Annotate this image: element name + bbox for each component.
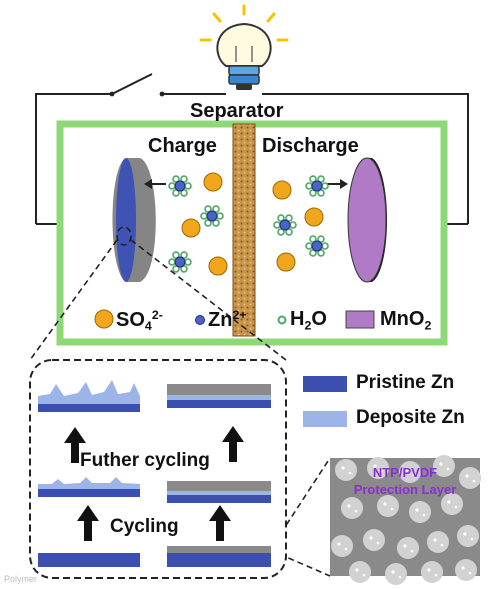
arrow-up-icon — [209, 505, 231, 541]
arrow-up-icon — [77, 505, 99, 541]
zn-legend-label: Zn2+ — [208, 308, 247, 331]
arrow-up-icon — [64, 427, 86, 463]
deposite-zn-swatch — [303, 411, 347, 427]
deposite-zn-label: Deposite Zn — [356, 407, 465, 428]
ntp-particle — [377, 495, 399, 517]
cycling-label: Cycling — [110, 516, 179, 537]
ntp-particle — [433, 455, 455, 477]
protection-layer-label: NTP/PVDF Protection Layer — [353, 465, 457, 497]
charge-label: Charge — [148, 135, 217, 157]
so4-legend-label: SO42- — [116, 308, 163, 334]
ntp-particle — [399, 461, 421, 483]
discharge-label: Discharge — [262, 135, 359, 157]
h2o-legend-marker — [277, 315, 287, 325]
protected-zn-strip-bottom — [167, 546, 271, 567]
so4-ion — [181, 218, 201, 238]
ntp-particle — [367, 457, 389, 479]
ntp-particle — [421, 561, 443, 583]
ntp-particle — [441, 493, 463, 515]
hydrated-zn-ion — [168, 251, 192, 273]
protected-zn-strip-top — [167, 384, 271, 408]
zn-legend-marker — [195, 315, 205, 325]
ntp-particle — [427, 531, 449, 553]
hydrated-zn-ion — [168, 175, 192, 197]
h2o-legend-label: H2O — [290, 308, 327, 333]
light-bulb-icon — [199, 4, 289, 90]
dendrite-zn-strip-middle — [38, 477, 140, 497]
watermark: Polymer — [4, 574, 38, 584]
mno2-legend-label: MnO2 — [380, 308, 432, 333]
so4-ion — [208, 256, 228, 276]
mno2-cathode — [347, 157, 387, 283]
ntp-particle — [459, 467, 481, 489]
so4-ion — [203, 172, 223, 192]
so4-ion — [304, 207, 324, 227]
mno2-legend-marker — [345, 310, 375, 329]
hydrated-zn-ion — [273, 214, 297, 236]
external-circuit — [35, 93, 469, 225]
hydrated-zn-ions — [168, 175, 329, 273]
ntp-particle — [349, 561, 371, 583]
ntp-particle — [341, 497, 363, 519]
ntp-particle — [455, 559, 477, 581]
ntp-particle — [385, 563, 407, 585]
separator — [232, 123, 256, 337]
protection-particles — [331, 455, 481, 585]
so4-ion — [276, 252, 296, 272]
protected-zn-strip-middle — [167, 481, 271, 503]
hydrated-zn-ion — [305, 235, 329, 257]
pristine-zn-label: Pristine Zn — [356, 372, 455, 393]
ntp-particle — [335, 459, 357, 481]
ntp-particle — [363, 529, 385, 551]
arrow-up-icon — [222, 426, 244, 462]
ntp-particle — [457, 525, 479, 547]
separator-label: Separator — [190, 100, 284, 122]
zn-anode — [112, 158, 156, 282]
ntp-particle — [331, 535, 353, 557]
hydrated-zn-ion — [200, 205, 224, 227]
so4-legend-marker — [94, 309, 114, 329]
so4-ion — [272, 180, 292, 200]
ntp-particle — [397, 537, 419, 559]
arrow-left-icon — [144, 179, 166, 189]
further-cycling-label: Futher cycling — [80, 450, 210, 471]
hydrated-zn-ion — [305, 175, 329, 197]
so4-ions — [181, 172, 324, 276]
pristine-zn-swatch — [303, 376, 347, 392]
switch-icon — [109, 73, 165, 97]
pristine-zn-strip-bottom — [38, 553, 140, 567]
arrow-right-icon — [326, 179, 348, 189]
dendrite-zn-strip-top — [38, 380, 140, 412]
ntp-particle — [409, 501, 431, 523]
